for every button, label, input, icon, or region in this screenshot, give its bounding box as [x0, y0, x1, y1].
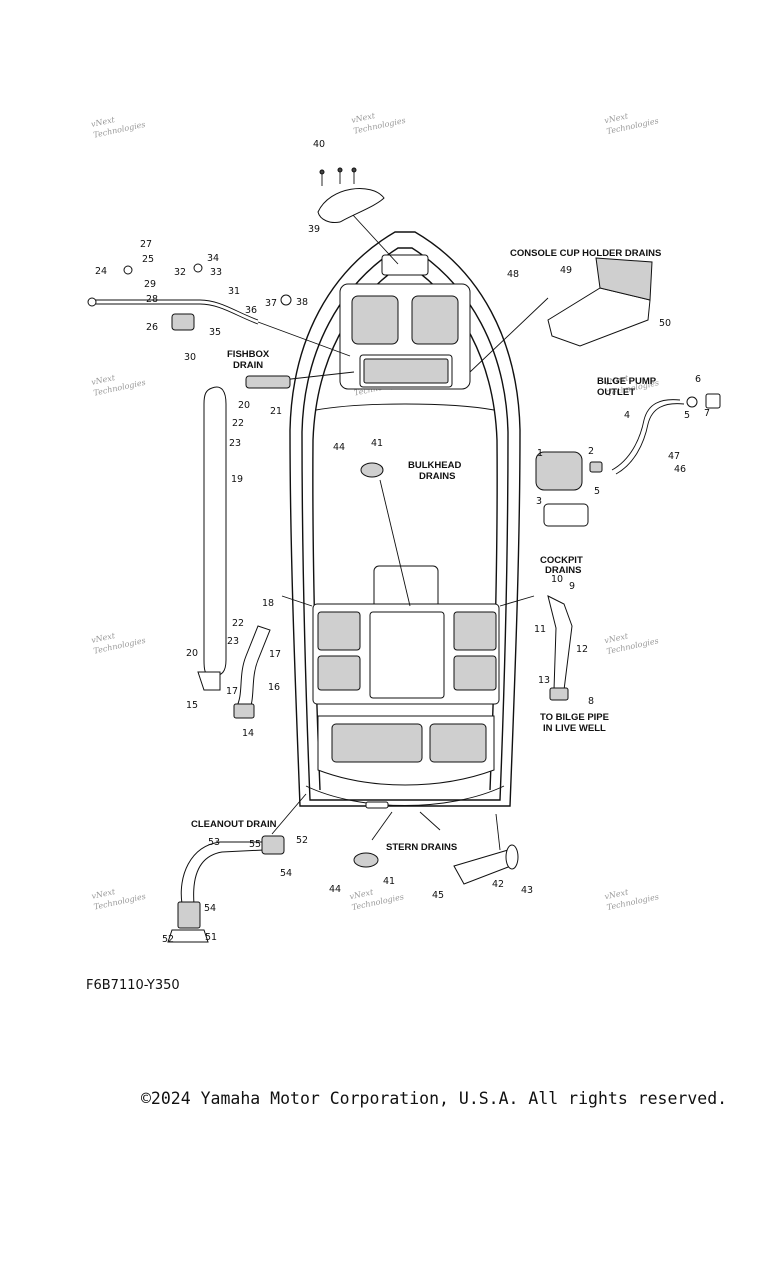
part-label: 15	[186, 700, 198, 711]
part-label: 52	[296, 835, 308, 846]
part-labels: 1 2 3 4 5 5 6 7 8 9 10 11 12 13 14 15 16…	[95, 139, 710, 945]
part-label: 53	[208, 837, 220, 848]
part-label: 41	[383, 876, 395, 887]
part-label: 46	[674, 464, 686, 475]
boat-hull	[289, 231, 521, 809]
fishbox-drain-label: DRAIN	[233, 360, 263, 371]
part-label: 26	[146, 322, 158, 333]
part-label: 23	[229, 438, 241, 449]
part-label: 35	[209, 327, 221, 338]
part-label: 13	[538, 675, 550, 686]
part-label: 55	[249, 839, 261, 850]
part-label: 5	[594, 486, 600, 497]
cockpit-drains-label: DRAINS	[545, 565, 581, 576]
part-label: 33	[210, 267, 222, 278]
part-label: 20	[186, 648, 198, 659]
copyright-notice: ©2024 Yamaha Motor Corporation, U.S.A. A…	[141, 1089, 728, 1108]
part-label: 7	[704, 408, 710, 419]
part-label: 12	[576, 644, 588, 655]
part-label: 49	[560, 265, 572, 276]
to-bilge-pipe-label: TO BILGE PIPE	[540, 712, 609, 723]
part-label: 40	[313, 139, 325, 150]
part-label: 8	[588, 696, 594, 707]
part-label: 2	[588, 446, 594, 457]
bilge-pump-outlet-label: OUTLET	[597, 387, 635, 398]
fishbox-drain-label: FISHBOX	[227, 349, 270, 360]
part-label: 16	[268, 682, 280, 693]
to-bilge-pipe-label: IN LIVE WELL	[543, 723, 606, 734]
part-label: 3	[536, 496, 542, 507]
bulkhead-drains-label: BULKHEAD	[408, 460, 461, 471]
part-label: 54	[204, 903, 216, 914]
part-label: 31	[228, 286, 240, 297]
leader-lines	[257, 213, 549, 851]
part-label: 22	[232, 618, 244, 629]
part-label: 21	[270, 406, 282, 417]
part-label: 17	[226, 686, 238, 697]
part-label: 32	[174, 267, 186, 278]
console-cup-holder-drains-label: CONSOLE CUP HOLDER DRAINS	[510, 248, 661, 259]
part-label: 43	[521, 885, 533, 896]
part-label: 42	[492, 879, 504, 890]
part-label: 47	[668, 451, 680, 462]
part-label: 20	[238, 400, 250, 411]
part-label: 14	[242, 728, 254, 739]
cleanout-drain-label: CLEANOUT DRAIN	[191, 819, 277, 830]
cockpit-drains-label: COCKPIT	[540, 555, 583, 566]
part-label: 5	[684, 410, 690, 421]
part-label: 23	[227, 636, 239, 647]
part-label: 51	[205, 932, 217, 943]
bilge-pump-outlet-label: BILGE PUMP	[597, 376, 657, 387]
part-label: 25	[142, 254, 154, 265]
part-label: 22	[232, 418, 244, 429]
drain-parts	[87, 167, 721, 943]
part-label: 30	[184, 352, 196, 363]
part-label: 9	[569, 581, 575, 592]
part-label: 38	[296, 297, 308, 308]
part-label: 17	[269, 649, 281, 660]
part-label: 19	[231, 474, 243, 485]
part-label: 18	[262, 598, 274, 609]
part-label: 34	[207, 253, 219, 264]
part-label: 1	[537, 448, 543, 459]
part-label: 48	[507, 269, 519, 280]
part-label: 44	[329, 884, 341, 895]
part-label: 6	[695, 374, 701, 385]
part-label: 36	[245, 305, 257, 316]
part-label: 52	[162, 934, 174, 945]
stern-drains-label: STERN DRAINS	[386, 842, 457, 853]
callouts: CONSOLE CUP HOLDER DRAINS FISHBOX DRAIN …	[191, 248, 661, 853]
part-label: 44	[333, 442, 345, 453]
diagram-reference-code: F6B7110-Y350	[86, 978, 180, 993]
part-label: 41	[371, 438, 383, 449]
part-label: 37	[265, 298, 277, 309]
part-label: 11	[534, 624, 546, 635]
part-label: 27	[140, 239, 152, 250]
part-label: 39	[308, 224, 320, 235]
part-label: 45	[432, 890, 444, 901]
part-label: 28	[146, 294, 158, 305]
part-label: 54	[280, 868, 292, 879]
part-label: 4	[624, 410, 630, 421]
part-label: 50	[659, 318, 671, 329]
part-label: 24	[95, 266, 107, 277]
part-label: 10	[551, 574, 563, 585]
bulkhead-drains-label: DRAINS	[419, 471, 455, 482]
part-label: 29	[144, 279, 156, 290]
